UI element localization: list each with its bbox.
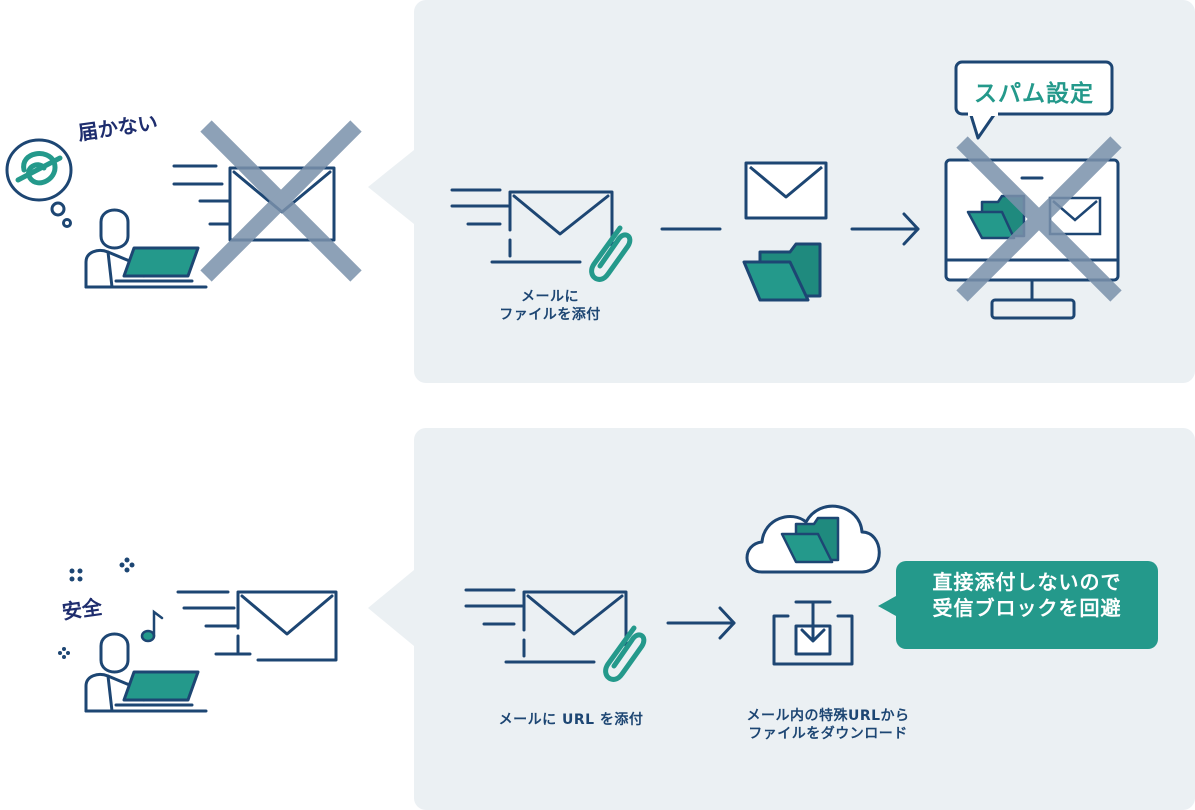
download-url-caption: メール内の特殊URLから ファイルをダウンロード [722, 707, 934, 743]
sent-mail-icon [176, 590, 338, 662]
callout-line2: 受信ブロックを回避 [932, 596, 1122, 620]
attach-file-caption-line1: メールに [521, 289, 579, 305]
callout-line1: 直接添付しないので [932, 570, 1122, 594]
person-icon [84, 632, 208, 713]
download-url-caption-line1: メール内の特殊URLから [746, 708, 910, 724]
folder-icon [742, 242, 822, 302]
paperclip-icon [589, 225, 633, 282]
attach-file-caption-line2: ファイルを添付 [499, 307, 601, 323]
music-note-icon [140, 609, 164, 643]
attach-url-caption: メールに URL を添付 [498, 712, 644, 728]
envelope-icon [744, 161, 828, 220]
callout-tail [878, 596, 896, 616]
laptop-icon [114, 670, 200, 707]
download-tray-icon [772, 600, 854, 666]
confused-swirl-icon [15, 151, 63, 186]
cloud-folder-icon [780, 516, 840, 564]
monitor-envelope-icon [1048, 196, 1102, 236]
url-mail-icon [464, 588, 628, 664]
bottom-panel-pointer [368, 570, 414, 646]
spam-setting-label: スパム設定 [974, 81, 1094, 107]
top-panel-pointer [368, 150, 414, 224]
attached-mail-icon [450, 188, 614, 264]
attach-file-caption: メールに ファイルを添付 [480, 288, 620, 324]
safe-label: 安全 [60, 594, 104, 625]
spam-label-box [954, 60, 1114, 116]
sparkle-icon [58, 557, 135, 659]
person-icon [84, 208, 208, 289]
arrow-right-icon [850, 212, 920, 246]
blocked-cross-icon [200, 120, 362, 282]
paperclip-icon [603, 625, 647, 682]
laptop-icon [114, 246, 200, 283]
arrow-right-icon [666, 606, 736, 640]
avoid-block-callout: 直接添付しないので 受信ブロックを回避 [896, 561, 1158, 649]
monitor-folder-icon [966, 194, 1026, 240]
spam-cross-icon [956, 136, 1122, 302]
download-url-caption-line2: ファイルをダウンロード [748, 726, 908, 742]
